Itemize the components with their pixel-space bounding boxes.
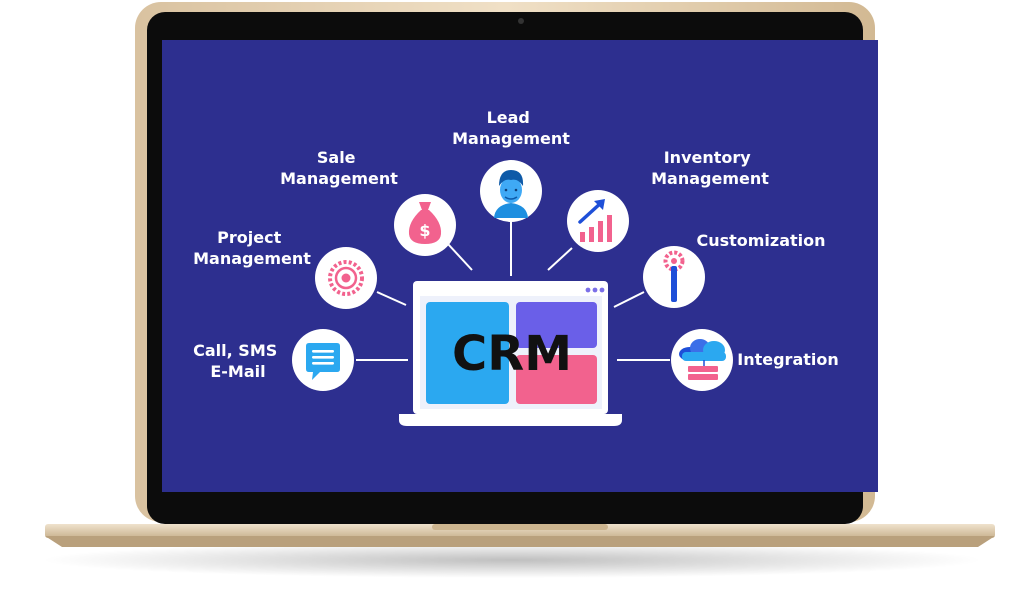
laptop-shadow (42, 542, 982, 578)
crm-laptop-base (399, 414, 622, 426)
node-label-line: Management (452, 129, 570, 148)
screen: CRM Lead Management Sale Management (162, 40, 878, 492)
node-label: Inventory Management (651, 148, 769, 188)
money-bag-icon: $ (408, 202, 442, 244)
connector-project (376, 291, 407, 306)
cloud-server-icon (679, 339, 726, 380)
connector-lines (356, 220, 670, 361)
laptop-base (45, 524, 995, 538)
connector-customization (613, 291, 645, 308)
node-sale-management: Sale Management $ (280, 148, 456, 256)
node-label: Customization (696, 231, 825, 250)
node-call-sms-email: Call, SMS E-Mail (193, 329, 354, 391)
gear-icon (328, 260, 364, 296)
node-label: Project Management (193, 228, 311, 268)
node-label-line: Management (651, 169, 769, 188)
node-lead-management: Lead Management (452, 108, 570, 222)
node-label-line: Management (193, 249, 311, 268)
node-label: Sale Management (280, 148, 398, 188)
node-label-line: Project (217, 228, 281, 247)
person-avatar-icon (494, 170, 528, 218)
crm-tile-blue (426, 302, 509, 404)
connector-inventory (547, 247, 573, 271)
crm-tile-purple (516, 302, 597, 348)
crm-window-dot (599, 287, 605, 293)
node-label-line: E-Mail (210, 362, 265, 381)
chat-bubble-icon (306, 343, 340, 380)
laptop-base-lip (45, 536, 995, 547)
crm-window-dot (592, 287, 598, 293)
crm-tile-pink (516, 355, 597, 404)
node-label-line: Inventory (664, 148, 752, 167)
node-inventory-management: Inventory Management (567, 148, 769, 252)
node-customization: Customization (643, 231, 826, 308)
node-label-line: Sale (317, 148, 356, 167)
node-label: Lead Management (452, 108, 570, 148)
crm-window-dot (585, 287, 591, 293)
laptop-notch (432, 524, 608, 530)
node-label: Integration (737, 350, 839, 369)
wrench-icon (663, 250, 685, 302)
crm-label: CRM (452, 326, 572, 382)
node-label-line: Management (280, 169, 398, 188)
node-label: Call, SMS E-Mail (193, 341, 283, 381)
growth-chart-icon (578, 199, 612, 242)
node-label-line: Lead (487, 108, 530, 127)
node-project-management: Project Management (193, 228, 377, 309)
webcam-icon (518, 18, 524, 24)
node-label-line: Call, SMS (193, 341, 277, 360)
node-integration: Integration (671, 329, 839, 391)
crm-center-laptop: CRM (399, 281, 622, 426)
svg-text:$: $ (419, 221, 430, 240)
connector-sale (447, 243, 473, 271)
